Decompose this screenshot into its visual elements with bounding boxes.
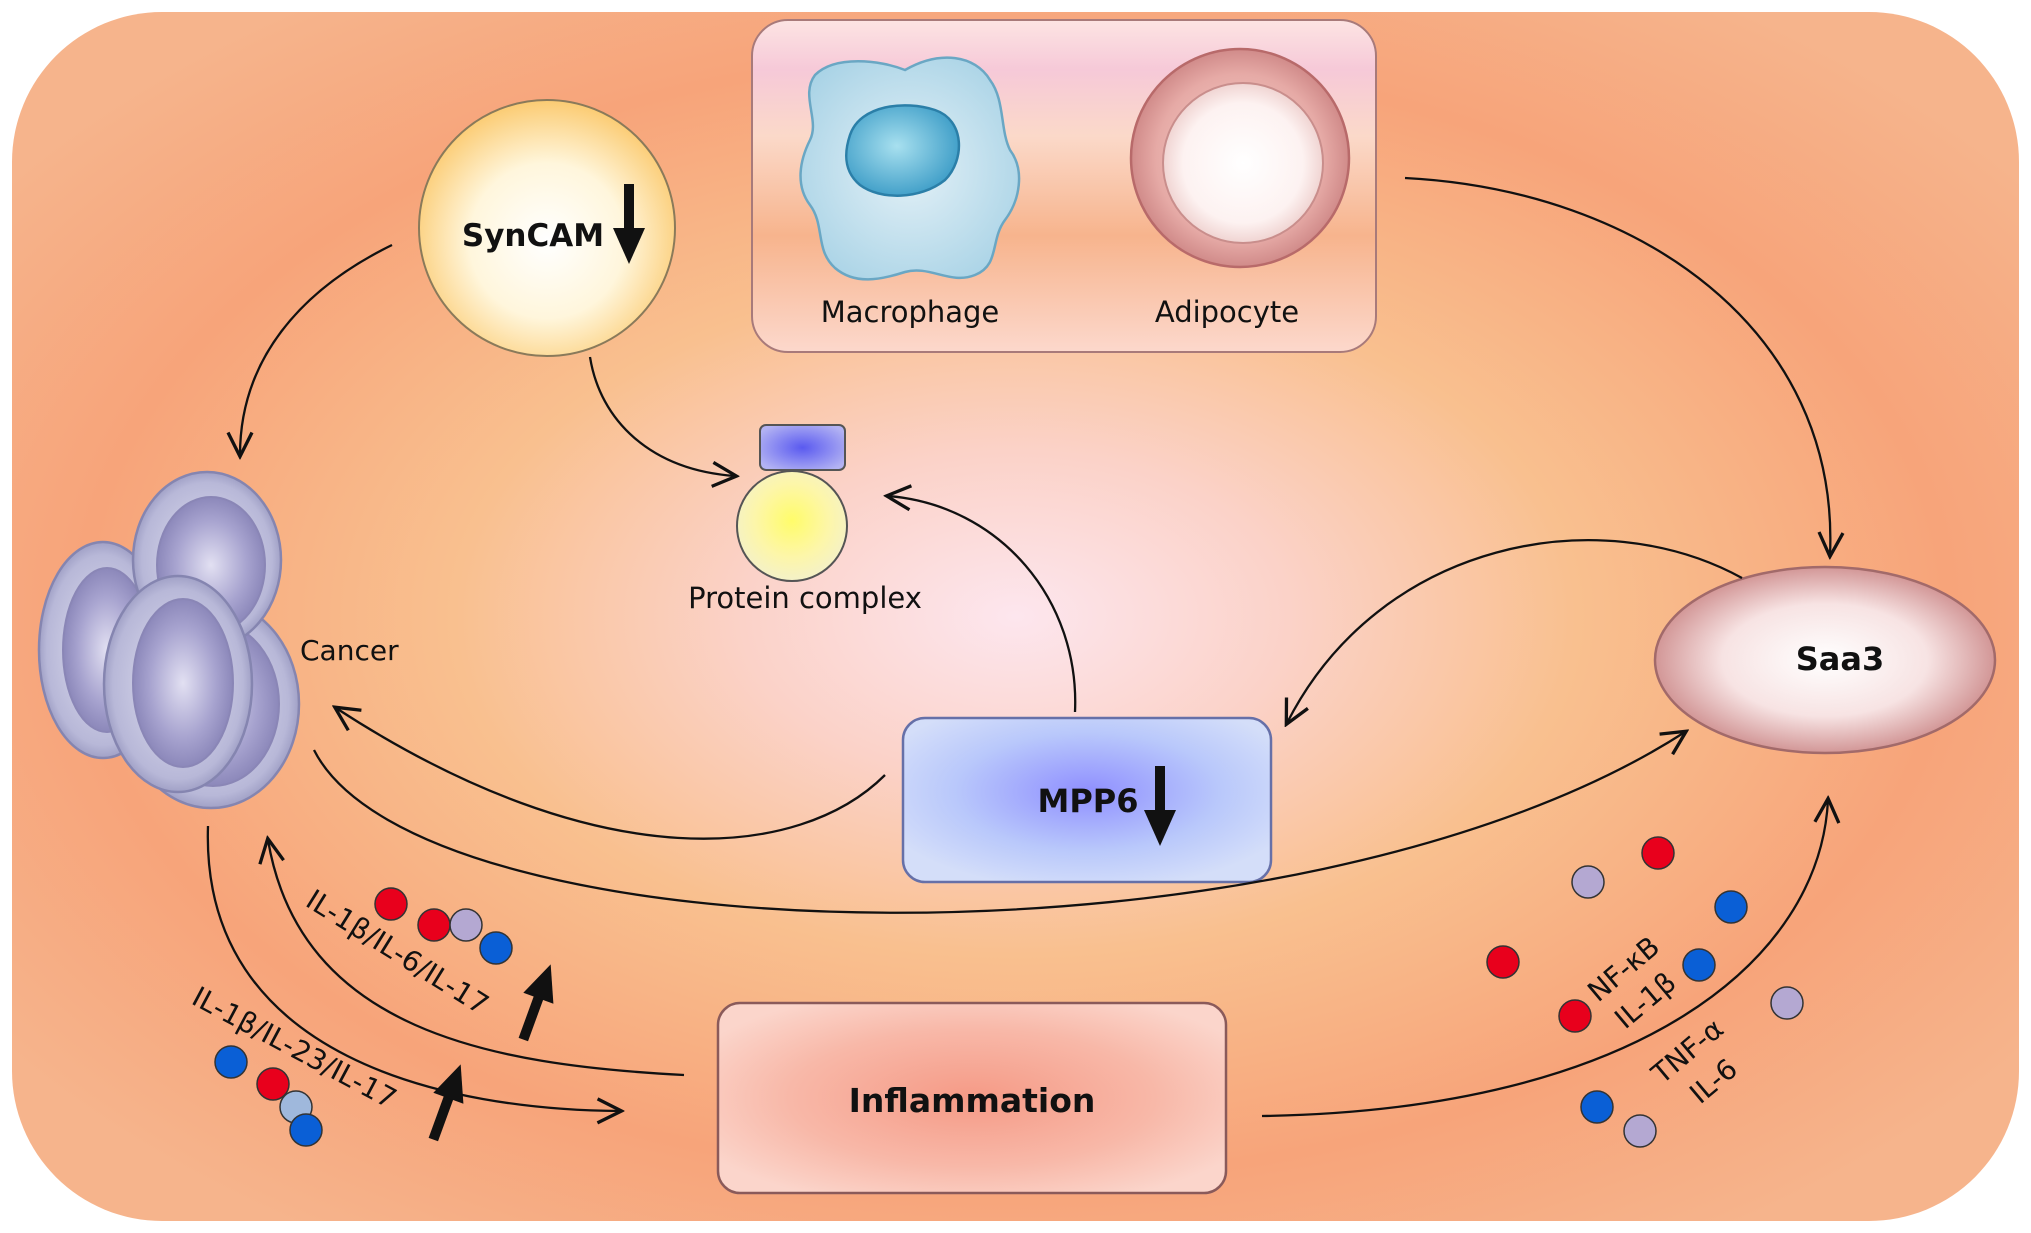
molecule-lavender	[449, 908, 483, 942]
molecule-red	[374, 887, 408, 921]
saa3-label: Saa3	[1796, 640, 1885, 678]
molecule-blue	[479, 931, 513, 965]
molecule-red	[256, 1067, 290, 1101]
inflammation-label: Inflammation	[849, 1081, 1096, 1120]
arrow-saa3-to-mpp6	[1287, 539, 1743, 723]
protein-complex	[736, 424, 848, 582]
pathway-arrows	[206, 176, 1831, 1118]
up-arrow-icon	[518, 964, 554, 1042]
arrow-mpp6-to-cancer	[336, 708, 886, 840]
mpp6-label: MPP6	[1037, 782, 1138, 820]
protein-complex-label: Protein complex	[688, 581, 922, 615]
arrow-cancer-to-inflammation-lower	[206, 825, 620, 1111]
cancer-cells	[37, 470, 301, 810]
mpp6-node: MPP6	[901, 716, 1273, 884]
up-arrow-icon	[428, 1064, 464, 1142]
arrow-cancer-to-saa3	[312, 732, 1685, 914]
molecule-lavender	[1770, 986, 1804, 1020]
molecule-blue	[1714, 890, 1748, 924]
molecule-lavender	[1571, 865, 1605, 899]
molecules-left	[214, 887, 513, 1147]
adipocyte-label: Adipocyte	[1155, 295, 1299, 329]
inflammation-node: Inflammation	[716, 1001, 1228, 1195]
arrow-inflammation-to-cancer-upper	[268, 840, 685, 1077]
arrow-syncam-to-cancer	[240, 243, 393, 455]
molecule-red	[1486, 945, 1520, 979]
down-arrow-icon	[1144, 766, 1176, 846]
adipocyte-cell	[1129, 47, 1351, 269]
molecule-blue	[214, 1045, 248, 1079]
cancer-label: Cancer	[300, 634, 399, 667]
down-arrow-icon	[613, 184, 645, 264]
molecule-lavender	[1623, 1114, 1657, 1148]
macrophage-adipocyte-panel: Macrophage Adipocyte	[751, 19, 1377, 353]
macrophage-cell	[799, 56, 1021, 281]
molecule-blue	[1682, 948, 1716, 982]
syncam-node: SynCAM	[418, 99, 676, 357]
macrophage-label: Macrophage	[821, 295, 1000, 329]
arrow-inflammation-to-saa3	[1261, 800, 1828, 1118]
saa3-node: Saa3	[1653, 565, 1997, 755]
molecule-red	[417, 908, 451, 942]
molecule-red	[1558, 999, 1592, 1033]
molecule-blue	[1580, 1090, 1614, 1124]
syncam-label: SynCAM	[462, 218, 604, 254]
arrow-syncam-to-protein-complex	[588, 356, 735, 476]
molecules-right	[1486, 836, 1804, 1148]
arrow-mpp6-to-protein-complex	[888, 496, 1077, 713]
molecule-red	[1641, 836, 1675, 870]
arrow-panel-to-saa3	[1404, 176, 1830, 555]
molecule-blue	[289, 1113, 323, 1147]
